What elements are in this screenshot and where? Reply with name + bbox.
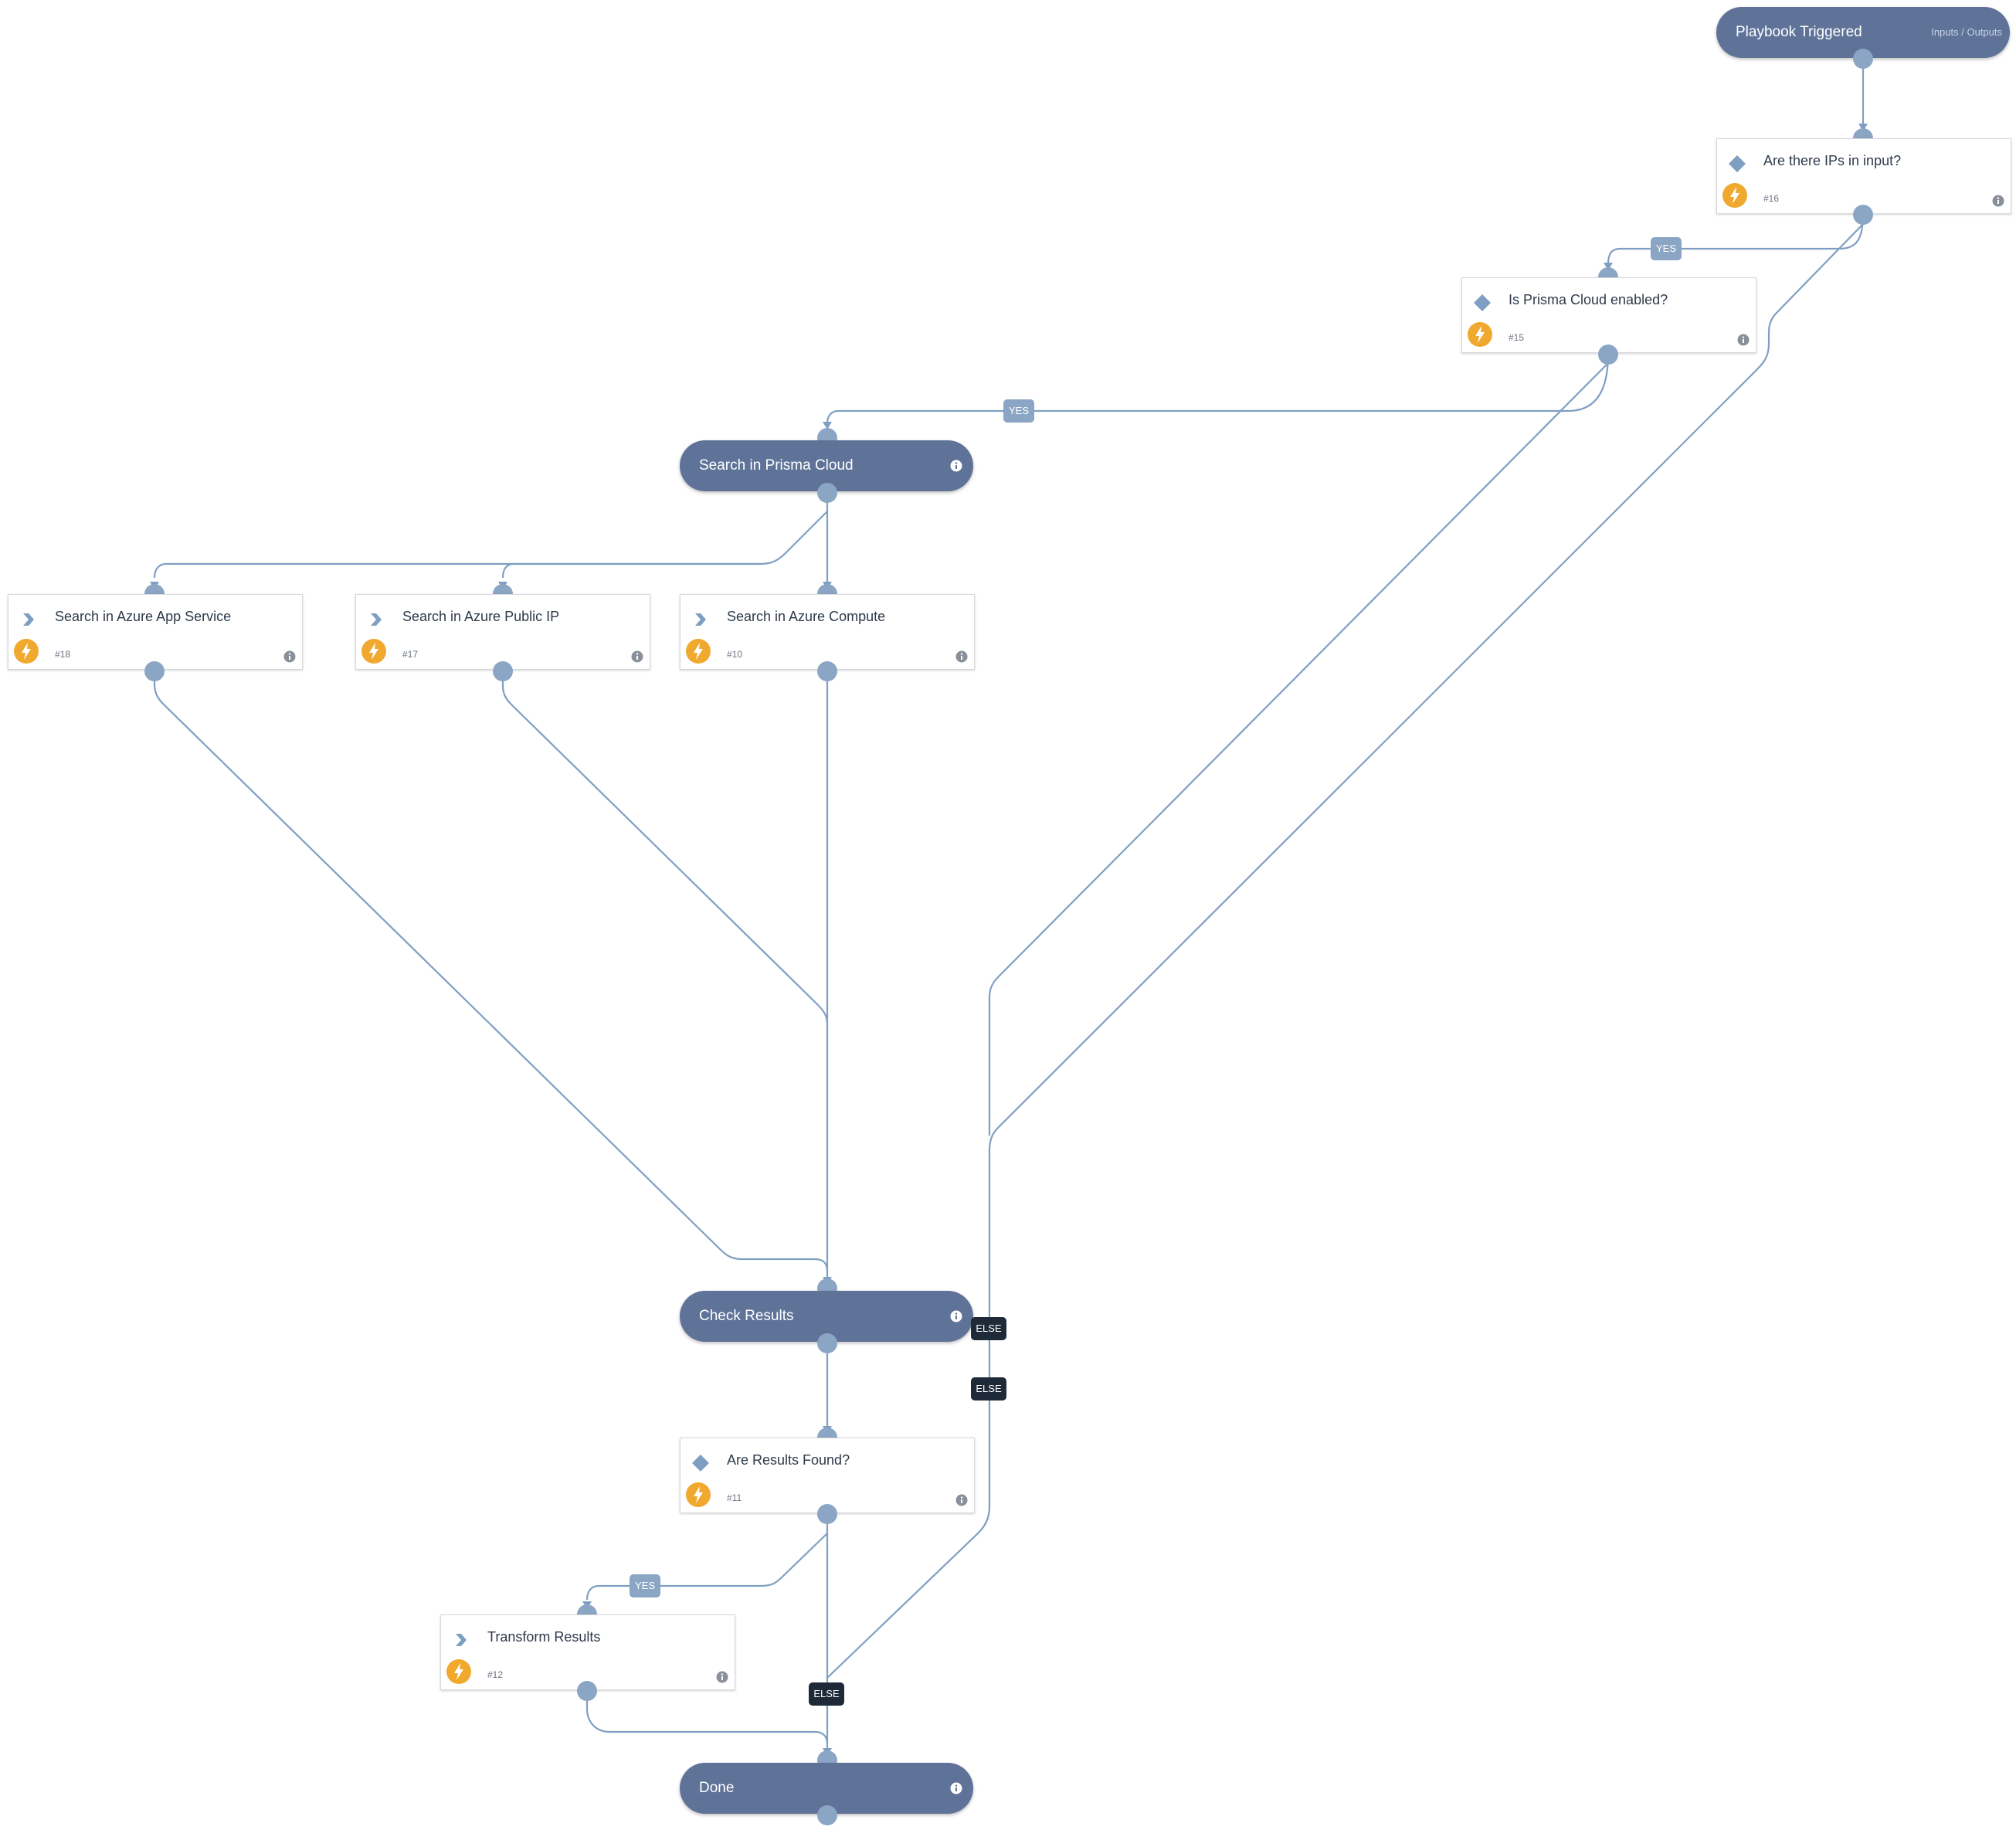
edge-prisma-yes — [826, 353, 1610, 424]
else-label[interactable]: ELSE — [971, 1317, 1006, 1340]
info-icon[interactable] — [950, 1782, 962, 1794]
task-title: Are Results Found? — [727, 1452, 850, 1468]
info-icon[interactable] — [1992, 195, 2004, 207]
info-icon[interactable] — [950, 1310, 962, 1322]
output-port[interactable] — [1853, 205, 1873, 225]
edge-arrow — [1858, 124, 1868, 131]
output-port[interactable] — [817, 661, 837, 681]
info-icon[interactable] — [631, 650, 643, 663]
info-icon[interactable] — [1737, 334, 1750, 346]
task-id: #18 — [55, 649, 71, 660]
lightning-icon — [361, 639, 386, 664]
edge-prisma-to-public-ip — [501, 511, 828, 579]
transform-results-task[interactable]: Transform Results #12 — [440, 1614, 735, 1690]
task-title: Search in Azure App Service — [55, 609, 232, 624]
task-id: #17 — [402, 649, 419, 660]
else-label[interactable]: ELSE — [809, 1682, 844, 1706]
output-port[interactable] — [817, 483, 837, 503]
task-title: Are there IPs in input? — [1763, 153, 1902, 168]
chevron-icon — [371, 613, 382, 626]
output-port[interactable] — [577, 1681, 597, 1701]
output-port[interactable] — [817, 1805, 837, 1825]
node-title: Check Results — [699, 1308, 794, 1324]
lightning-icon — [446, 1659, 471, 1684]
diamond-icon — [1474, 294, 1491, 311]
edge-arrow — [823, 422, 832, 429]
yes-label[interactable]: YES — [1003, 399, 1034, 423]
else-label[interactable]: ELSE — [971, 1377, 1006, 1401]
lightning-icon — [686, 1482, 711, 1507]
info-icon[interactable] — [955, 1494, 968, 1506]
inputs-outputs-link[interactable]: Inputs / Outputs — [1931, 26, 2002, 38]
task-id: #10 — [727, 649, 743, 660]
node-title: Done — [699, 1780, 735, 1796]
edge-ips-yes — [1607, 213, 1865, 265]
azure-app-service-task[interactable]: Search in Azure App Service #18 — [8, 594, 303, 670]
output-port[interactable] — [493, 661, 513, 681]
task-title: Is Prisma Cloud enabled? — [1509, 292, 1668, 307]
yes-label[interactable]: YES — [1651, 237, 1682, 260]
chevron-icon — [695, 613, 706, 626]
lightning-icon — [686, 639, 711, 664]
output-port[interactable] — [1598, 345, 1618, 365]
lightning-icon — [1468, 322, 1492, 347]
output-port[interactable] — [817, 1504, 837, 1524]
lightning-icon — [1722, 183, 1747, 208]
results-found-task[interactable]: Are Results Found? #11 — [680, 1438, 975, 1513]
output-port[interactable] — [144, 661, 165, 681]
prisma-enabled-task[interactable]: Is Prisma Cloud enabled? #15 — [1461, 277, 1756, 353]
task-title: Transform Results — [487, 1629, 601, 1645]
info-icon[interactable] — [716, 1671, 728, 1683]
edge-transform-to-done — [585, 1698, 829, 1745]
edge-prisma-to-app-service — [153, 562, 761, 579]
edge-public-ip-to-check — [501, 672, 829, 1024]
ips-in-input-task[interactable]: Are there IPs in input? #16 — [1716, 138, 2011, 214]
node-title: Search in Prisma Cloud — [699, 457, 854, 474]
node-title: Playbook Triggered — [1736, 24, 1862, 40]
output-port[interactable] — [1853, 49, 1873, 69]
task-id: #11 — [727, 1492, 742, 1503]
chevron-icon — [23, 613, 34, 626]
task-id: #16 — [1763, 193, 1780, 204]
task-id: #12 — [487, 1669, 504, 1680]
task-id: #15 — [1509, 332, 1525, 343]
edge-arrow — [1604, 263, 1613, 270]
info-icon[interactable] — [950, 460, 962, 472]
diamond-icon — [1729, 155, 1746, 172]
azure-compute-task[interactable]: Search in Azure Compute #10 — [680, 594, 975, 670]
yes-label[interactable]: YES — [630, 1574, 660, 1597]
chevron-icon — [456, 1634, 467, 1646]
info-icon[interactable] — [955, 650, 968, 663]
edge-ips-else — [826, 223, 1864, 1679]
task-title: Search in Azure Compute — [727, 609, 886, 624]
lightning-icon — [14, 639, 39, 664]
info-icon[interactable] — [283, 650, 296, 663]
output-port[interactable] — [817, 1333, 837, 1353]
task-title: Search in Azure Public IP — [402, 609, 560, 624]
edge-found-yes — [585, 1533, 828, 1601]
edge-app-service-to-check — [153, 672, 829, 1271]
azure-public-ip-task[interactable]: Search in Azure Public IP #17 — [355, 594, 650, 670]
edge-prisma-else — [988, 362, 1609, 1136]
diamond-icon — [692, 1455, 709, 1472]
